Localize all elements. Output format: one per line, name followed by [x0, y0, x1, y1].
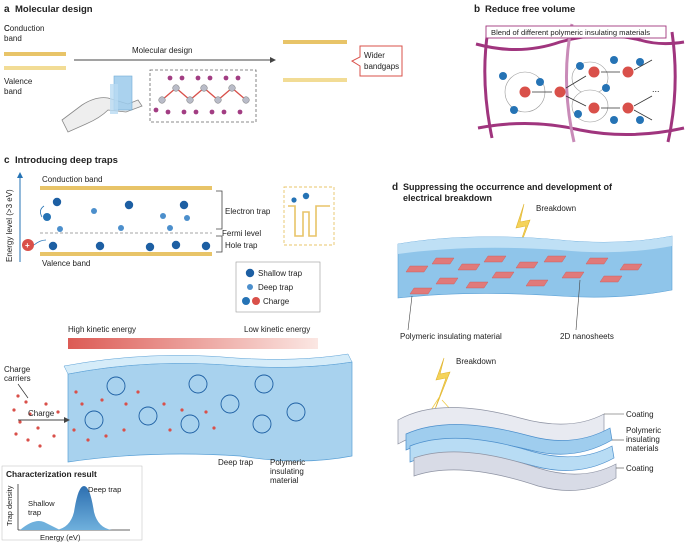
charge-arrowhead-icon: [64, 417, 70, 423]
ellipsis-label: ...: [652, 84, 660, 94]
molecule-inset-box: [149, 69, 257, 123]
hand-holding-film-icon: [61, 75, 143, 133]
nanosheets-pointer: [575, 279, 581, 331]
legend-shallow-label: Shallow trap: [258, 269, 303, 278]
polymeric-layers-label-2: insulating: [626, 435, 660, 444]
panel-a-title: Molecular design: [15, 4, 93, 15]
molecular-design-label: Molecular design: [132, 46, 192, 55]
hole-trap-label: Hole trap: [225, 241, 258, 250]
polymeric-label-1: Polymeric: [270, 458, 305, 467]
panel-d-title-2: electrical breakdown: [403, 193, 492, 203]
legend-shallow-icon: [245, 268, 255, 278]
svg-text:Wider: Wider: [364, 51, 385, 60]
hole-trap-bracket: [216, 235, 223, 253]
coating-bottom-label: Coating: [626, 464, 654, 473]
legend-deep-icon: [247, 284, 253, 290]
panel-b-letter: b: [474, 4, 480, 15]
energy-ev-label: Energy (eV): [40, 533, 81, 542]
panel-a-letter: a: [4, 4, 10, 15]
shallow-trap-char-label-1: Shallow: [28, 499, 55, 508]
label-a-cb-1: Conduction: [4, 24, 44, 33]
molecule-structure-icon: [153, 75, 250, 115]
charge-carriers-pointer: [17, 383, 29, 399]
nanosheets-label: 2D nanosheets: [560, 332, 614, 341]
svg-text:+: +: [25, 241, 30, 250]
blend-label: Blend of different polymeric insulating …: [491, 28, 650, 37]
conduction-band-bar-right: [283, 40, 347, 44]
blend-label-box: [485, 25, 667, 39]
low-ke-label: Low kinetic energy: [244, 325, 310, 334]
polymer-slab-c: [63, 353, 353, 463]
polymeric-layers-label-3: materials: [626, 444, 658, 453]
legend-charge-label: Charge: [263, 297, 290, 306]
polymer-slab-d-top: [397, 235, 673, 299]
label-a-vb-2: band: [4, 87, 22, 96]
svg-text:bandgaps: bandgaps: [364, 62, 399, 71]
electron-trap-label: Electron trap: [225, 207, 271, 216]
legend-deep-label: Deep trap: [258, 283, 294, 292]
charge-carriers-label-1: Charge: [4, 365, 31, 374]
charge-carriers-label-2: carriers: [4, 374, 31, 383]
high-ke-label: High kinetic energy: [68, 325, 136, 334]
kinetic-energy-gradient: [68, 338, 318, 349]
shallow-trap-peak: [20, 521, 60, 530]
panel-b-title: Reduce free volume: [485, 4, 575, 15]
legend-electron-icon: [242, 297, 250, 305]
coating-layers: [397, 407, 617, 491]
valence-band-c-label: Valence band: [42, 259, 90, 268]
charge-label: Charge: [28, 409, 55, 418]
label-a-vb-1: Valence: [4, 77, 33, 86]
polymeric-material-d-label: Polymeric insulating material: [400, 332, 502, 341]
deep-trap-cages: [84, 374, 306, 434]
polymeric-layers-label-1: Polymeric: [626, 426, 661, 435]
valence-band-bar-left: [4, 66, 66, 70]
polymeric-label-2: insulating: [270, 467, 304, 476]
arrow-head-icon: [270, 57, 276, 63]
trap-sites: +: [22, 197, 211, 252]
deep-trap-pointer-label: Deep trap: [218, 458, 254, 467]
conduction-band-c-bar: [40, 186, 212, 190]
energy-axis-arrowhead-icon: [17, 172, 23, 178]
wider-bandgaps-callout: Wider bandgaps: [350, 45, 403, 77]
panel-c-title: Introducing deep traps: [15, 155, 118, 166]
breakdown-top-label: Breakdown: [536, 204, 576, 213]
trap-potential-icon: [288, 192, 330, 237]
polymeric-label-3: material: [270, 476, 299, 485]
trap-potential-inset: [283, 186, 335, 246]
label-a-cb-2: band: [4, 34, 22, 43]
energy-axis-label: Energy level (>3 eV): [5, 189, 14, 262]
characterization-inset: Characterization result Trap density Sha…: [1, 465, 143, 542]
deep-trap-peak: [56, 486, 112, 530]
panel-c: c Introducing deep traps Energy level (>…: [4, 155, 353, 485]
valence-band-bar-right: [283, 78, 347, 82]
characterization-title: Characterization result: [6, 469, 97, 479]
conduction-band-c-label: Conduction band: [42, 175, 103, 184]
2d-nanosheets: [405, 255, 643, 295]
trap-density-axis-label: Trap density: [5, 485, 14, 526]
panel-d-letter: d: [392, 182, 398, 193]
panel-c-letter: c: [4, 155, 10, 166]
legend-hole-icon: [252, 297, 260, 305]
valence-band-c-bar: [40, 252, 212, 256]
coating-bottom-layer: [413, 451, 617, 491]
panel-b: b Reduce free volume Blend of different …: [474, 4, 685, 143]
conduction-band-bar-left: [4, 52, 66, 56]
conduction-band-label: C: [4, 24, 10, 33]
electron-trap-bracket: [216, 190, 223, 230]
charge-hopping-diagram: ...: [499, 56, 660, 124]
shallow-trap-char-label-2: trap: [28, 508, 41, 517]
fermi-level-label: Fermi level: [222, 229, 261, 238]
deep-trap-char-label: Deep trap: [88, 485, 121, 494]
coating-top-label: Coating: [626, 410, 654, 419]
polymeric-pointer: [407, 295, 413, 331]
panel-d: d Suppressing the occurrence and develop…: [392, 182, 673, 491]
charge-carriers-dots: [12, 390, 216, 448]
panel-a: a Molecular design C Conduction band Val…: [4, 4, 403, 133]
breakdown-bottom-label: Breakdown: [456, 357, 496, 366]
panel-d-title-1: Suppressing the occurrence and developme…: [403, 182, 613, 192]
